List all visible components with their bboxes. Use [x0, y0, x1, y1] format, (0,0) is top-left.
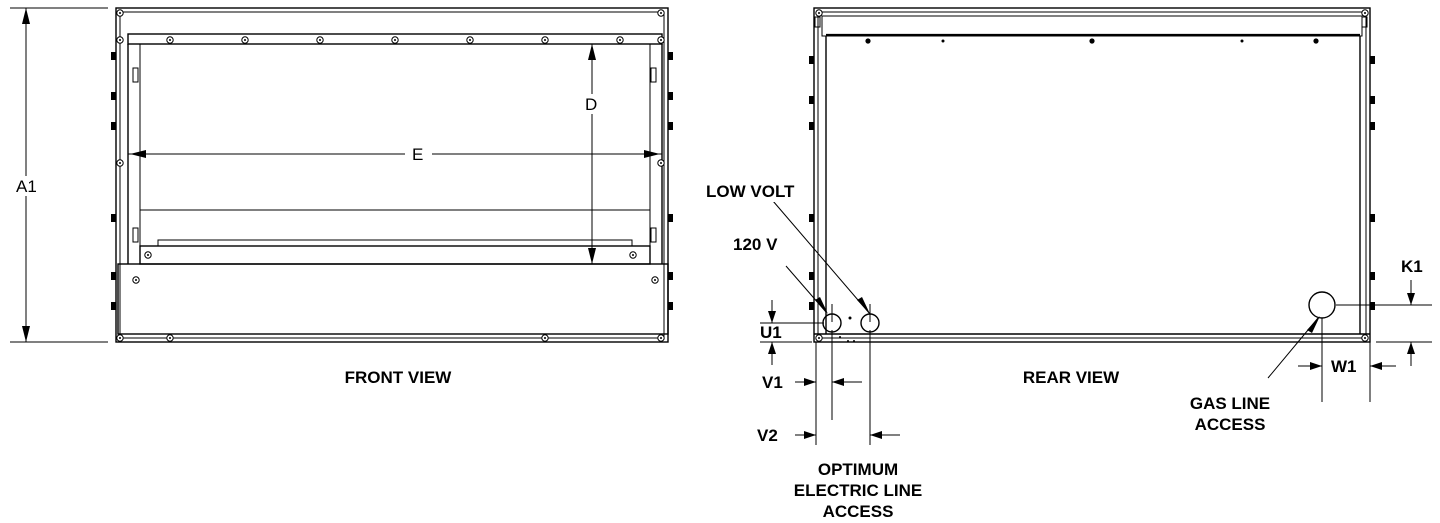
gas-line-label-1: GAS LINE: [1190, 394, 1270, 413]
gas-line-label-2: ACCESS: [1195, 415, 1266, 434]
low-volt-label: LOW VOLT: [706, 182, 795, 201]
dim-label-v1: V1: [762, 373, 783, 392]
dim-v1: [795, 378, 862, 386]
dim-e: [128, 150, 662, 158]
front-view-caption: FRONT VIEW: [345, 368, 453, 387]
electric-label-1: OPTIMUM: [818, 460, 898, 479]
rear-view-caption: REAR VIEW: [1023, 368, 1120, 387]
electric-label-2: ELECTRIC LINE: [794, 481, 922, 500]
dim-a1: [10, 7, 108, 343]
dim-u1: [760, 300, 824, 365]
dim-label-v2: V2: [757, 426, 778, 445]
dim-label-e: E: [412, 145, 423, 164]
rear-view: U1 V1 V2 K1: [705, 7, 1432, 521]
front-view: A1 D E FRONT VIEW: [10, 7, 673, 387]
dim-label-u1: U1: [760, 323, 782, 342]
gas-line-hole: [1308, 291, 1336, 319]
electric-label-3: ACCESS: [823, 502, 894, 521]
dim-w1: [1298, 362, 1396, 370]
rear-side-tabs: [809, 56, 1375, 310]
dim-label-w1: W1: [1331, 357, 1357, 376]
side-tabs: [111, 52, 673, 310]
dim-label-a1: A1: [16, 177, 37, 196]
dim-label-d: D: [585, 95, 597, 114]
front-screws: [116, 9, 665, 342]
electric-access-holes: [822, 304, 880, 342]
dim-k1: [1336, 280, 1432, 366]
120v-label: 120 V: [733, 235, 778, 254]
dim-v2: [795, 431, 900, 439]
dim-label-k1: K1: [1401, 257, 1423, 276]
dim-d: [588, 44, 596, 264]
